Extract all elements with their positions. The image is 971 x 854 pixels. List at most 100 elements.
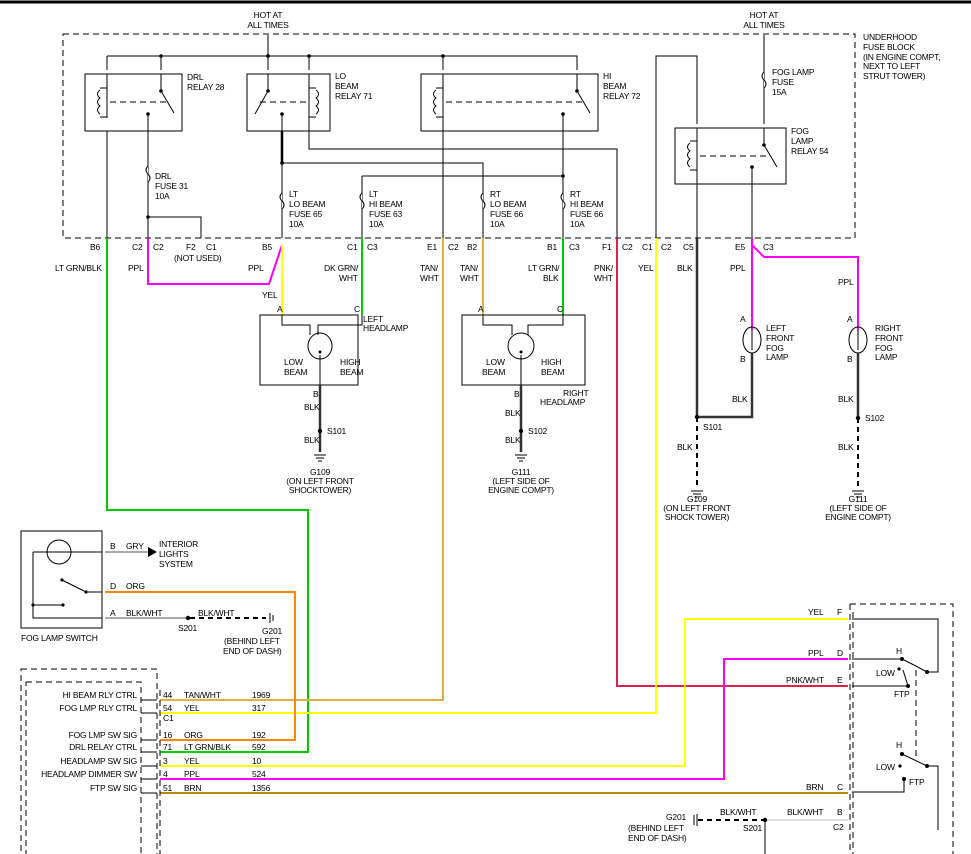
svg-text:(IN ENGINE COMPT,: (IN ENGINE COMPT, xyxy=(863,52,940,62)
svg-text:PPL: PPL xyxy=(248,263,264,273)
bcm-row-color: LT GRN/BLK xyxy=(184,742,231,752)
svg-text:S102: S102 xyxy=(865,413,885,423)
svg-text:END OF DASH): END OF DASH) xyxy=(223,646,282,656)
svg-text:RELAY 54: RELAY 54 xyxy=(791,146,829,156)
svg-text:BEAM: BEAM xyxy=(284,367,307,377)
svg-text:SYSTEM: SYSTEM xyxy=(159,559,193,569)
svg-text:FTP: FTP xyxy=(894,689,910,699)
svg-text:BLK: BLK xyxy=(304,435,320,445)
fog-lamp-switch[interactable]: FOG LAMP SWITCH B GRY INTERIOR LIGHTS SY… xyxy=(20,530,283,656)
svg-text:(ON LEFT FRONT: (ON LEFT FRONT xyxy=(663,503,730,513)
svg-text:FOG LAMP SWITCH: FOG LAMP SWITCH xyxy=(21,633,98,643)
svg-text:FTP: FTP xyxy=(909,777,925,787)
svg-text:PPL: PPL xyxy=(808,648,824,658)
bcm-row-label: DRL RELAY CTRL xyxy=(69,742,137,752)
svg-text:WHT: WHT xyxy=(339,273,358,283)
svg-text:RT: RT xyxy=(570,189,581,199)
lt-grn-blk-wire-drl xyxy=(106,238,309,753)
svg-text:WHT: WHT xyxy=(420,273,439,283)
svg-text:HI: HI xyxy=(603,71,611,81)
svg-text:B6: B6 xyxy=(90,242,100,252)
svg-text:G111: G111 xyxy=(512,467,531,477)
svg-text:B: B xyxy=(110,541,116,551)
svg-text:BLK: BLK xyxy=(304,402,320,412)
bcm-row-color: YEL xyxy=(184,703,200,713)
svg-text:LO: LO xyxy=(335,71,347,81)
svg-text:FRONT: FRONT xyxy=(875,333,903,343)
svg-text:H: H xyxy=(896,646,902,656)
svg-text:ENGINE COMPT): ENGINE COMPT) xyxy=(488,485,554,495)
tan-wht-wire-hi-relay xyxy=(160,238,444,701)
org-wire-fog-switch xyxy=(105,591,296,741)
bcm-row-color: ORG xyxy=(184,730,203,740)
svg-text:FUSE BLOCK: FUSE BLOCK xyxy=(863,42,915,52)
svg-text:GRY: GRY xyxy=(126,541,144,551)
svg-text:FUSE 66: FUSE 66 xyxy=(490,209,524,219)
svg-text:BLK: BLK xyxy=(505,435,521,445)
svg-text:FUSE 65: FUSE 65 xyxy=(289,209,323,219)
svg-text:C5: C5 xyxy=(683,242,694,252)
svg-text:ALL TIMES: ALL TIMES xyxy=(247,20,289,30)
bcm-row-circuit: 1356 xyxy=(252,783,271,793)
drl-relay: DRL RELAY 28 xyxy=(84,72,225,132)
bcm-row-pin: 71 xyxy=(163,742,173,752)
fuse-block-internal-wiring xyxy=(106,35,765,238)
bcm-row-pin: 16 xyxy=(163,730,173,740)
svg-text:WHT: WHT xyxy=(460,273,479,283)
svg-text:A: A xyxy=(847,314,853,324)
svg-text:B: B xyxy=(847,354,853,364)
bcm-row-label: HI BEAM RLY CTRL xyxy=(63,690,138,700)
svg-text:(LEFT SIDE OF: (LEFT SIDE OF xyxy=(829,503,886,513)
svg-text:D: D xyxy=(110,581,116,591)
svg-text:FOG LAMP: FOG LAMP xyxy=(772,67,815,77)
svg-text:PPL: PPL xyxy=(730,263,746,273)
svg-text:DRL: DRL xyxy=(155,171,172,181)
svg-text:C2: C2 xyxy=(132,242,143,252)
svg-text:C2: C2 xyxy=(661,242,672,252)
svg-text:C2: C2 xyxy=(448,242,459,252)
svg-text:HIGH: HIGH xyxy=(541,357,562,367)
svg-text:NEXT TO LEFT: NEXT TO LEFT xyxy=(863,61,920,71)
bcm-row-circuit: 317 xyxy=(252,703,266,713)
svg-text:C: C xyxy=(837,782,843,792)
bcm-row-label: HEADLAMP DIMMER SW xyxy=(41,769,137,779)
svg-text:SHOCKTOWER): SHOCKTOWER) xyxy=(289,485,352,495)
svg-text:E1: E1 xyxy=(427,242,437,252)
ppl-wire-fog-lamps xyxy=(751,238,859,330)
svg-text:C1: C1 xyxy=(347,242,358,252)
svg-text:B: B xyxy=(514,389,520,399)
bcm-row-pin: 54 xyxy=(163,703,173,713)
svg-text:FOG: FOG xyxy=(875,343,893,353)
svg-text:FRONT: FRONT xyxy=(766,333,794,343)
svg-text:LT GRN/: LT GRN/ xyxy=(528,263,560,273)
colored-wires xyxy=(105,238,859,794)
svg-text:A: A xyxy=(110,608,116,618)
svg-text:(LEFT SIDE OF: (LEFT SIDE OF xyxy=(492,476,549,486)
svg-text:TAN/: TAN/ xyxy=(460,263,479,273)
fuse-symbols xyxy=(145,71,767,210)
bcm-row-color: BRN xyxy=(184,783,201,793)
svg-text:FOG: FOG xyxy=(791,126,809,136)
bcm-row-pin: 3 xyxy=(163,756,168,766)
hot-at-all-times-right: HOT AT ALL TIMES xyxy=(743,10,785,30)
svg-text:LO BEAM: LO BEAM xyxy=(289,199,326,209)
svg-text:10A: 10A xyxy=(369,219,384,229)
bcm-row: DRL RELAY CTRL 71 LT GRN/BLK 592 xyxy=(69,742,266,753)
svg-text:LT: LT xyxy=(369,189,378,199)
svg-text:RELAY 71: RELAY 71 xyxy=(335,91,373,101)
bcm-row-circuit: 592 xyxy=(252,742,266,752)
headlamp-switch[interactable]: H LOW FTP H LOW FTP F D E C B C2 YEL PPL… xyxy=(628,603,954,854)
svg-text:RT: RT xyxy=(490,189,501,199)
svg-text:H: H xyxy=(896,740,902,750)
fog-lamp-grounds: BLK S101 BLK BLK S102 BLK G109 (ON LEFT … xyxy=(663,238,892,522)
svg-text:RELAY 72: RELAY 72 xyxy=(603,91,641,101)
fuse-block-connector-labels: B6 C2 C2 F2 C1 (NOT USED) B5 C1 C3 E1 C2… xyxy=(90,242,774,263)
bcm-row-label: FOG LMP RLY CTRL xyxy=(59,703,137,713)
svg-text:C: C xyxy=(354,304,360,314)
svg-text:STRUT TOWER): STRUT TOWER) xyxy=(863,71,926,81)
